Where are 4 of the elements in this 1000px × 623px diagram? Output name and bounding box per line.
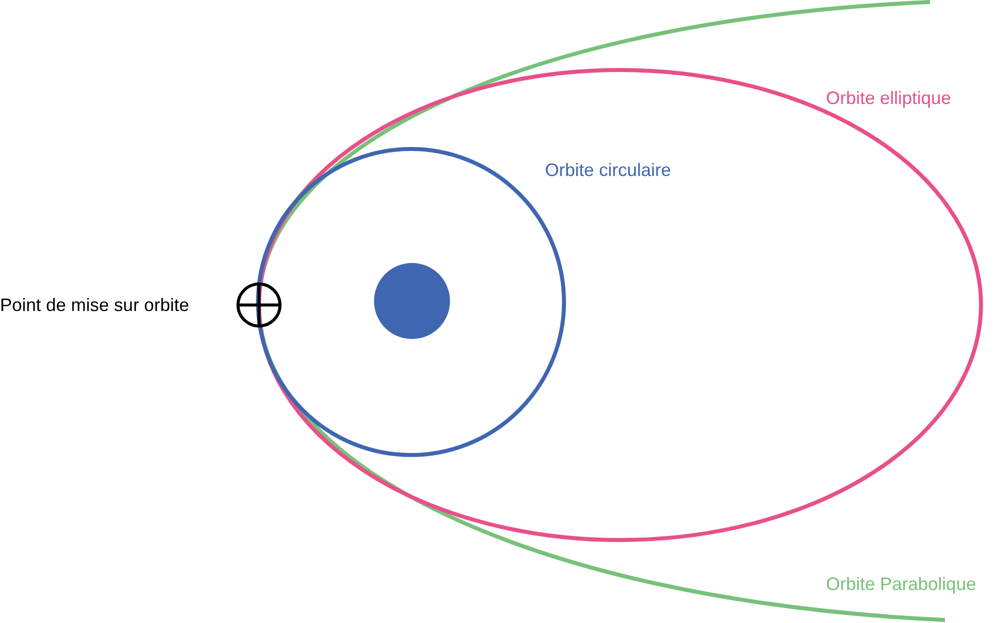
orbit-label: Orbite Parabolique <box>826 573 976 596</box>
point-label: Point de mise sur orbite <box>0 294 190 317</box>
orbit-label: Orbite circulaire <box>545 159 672 182</box>
orbit-label: Orbite elliptique <box>826 87 952 110</box>
